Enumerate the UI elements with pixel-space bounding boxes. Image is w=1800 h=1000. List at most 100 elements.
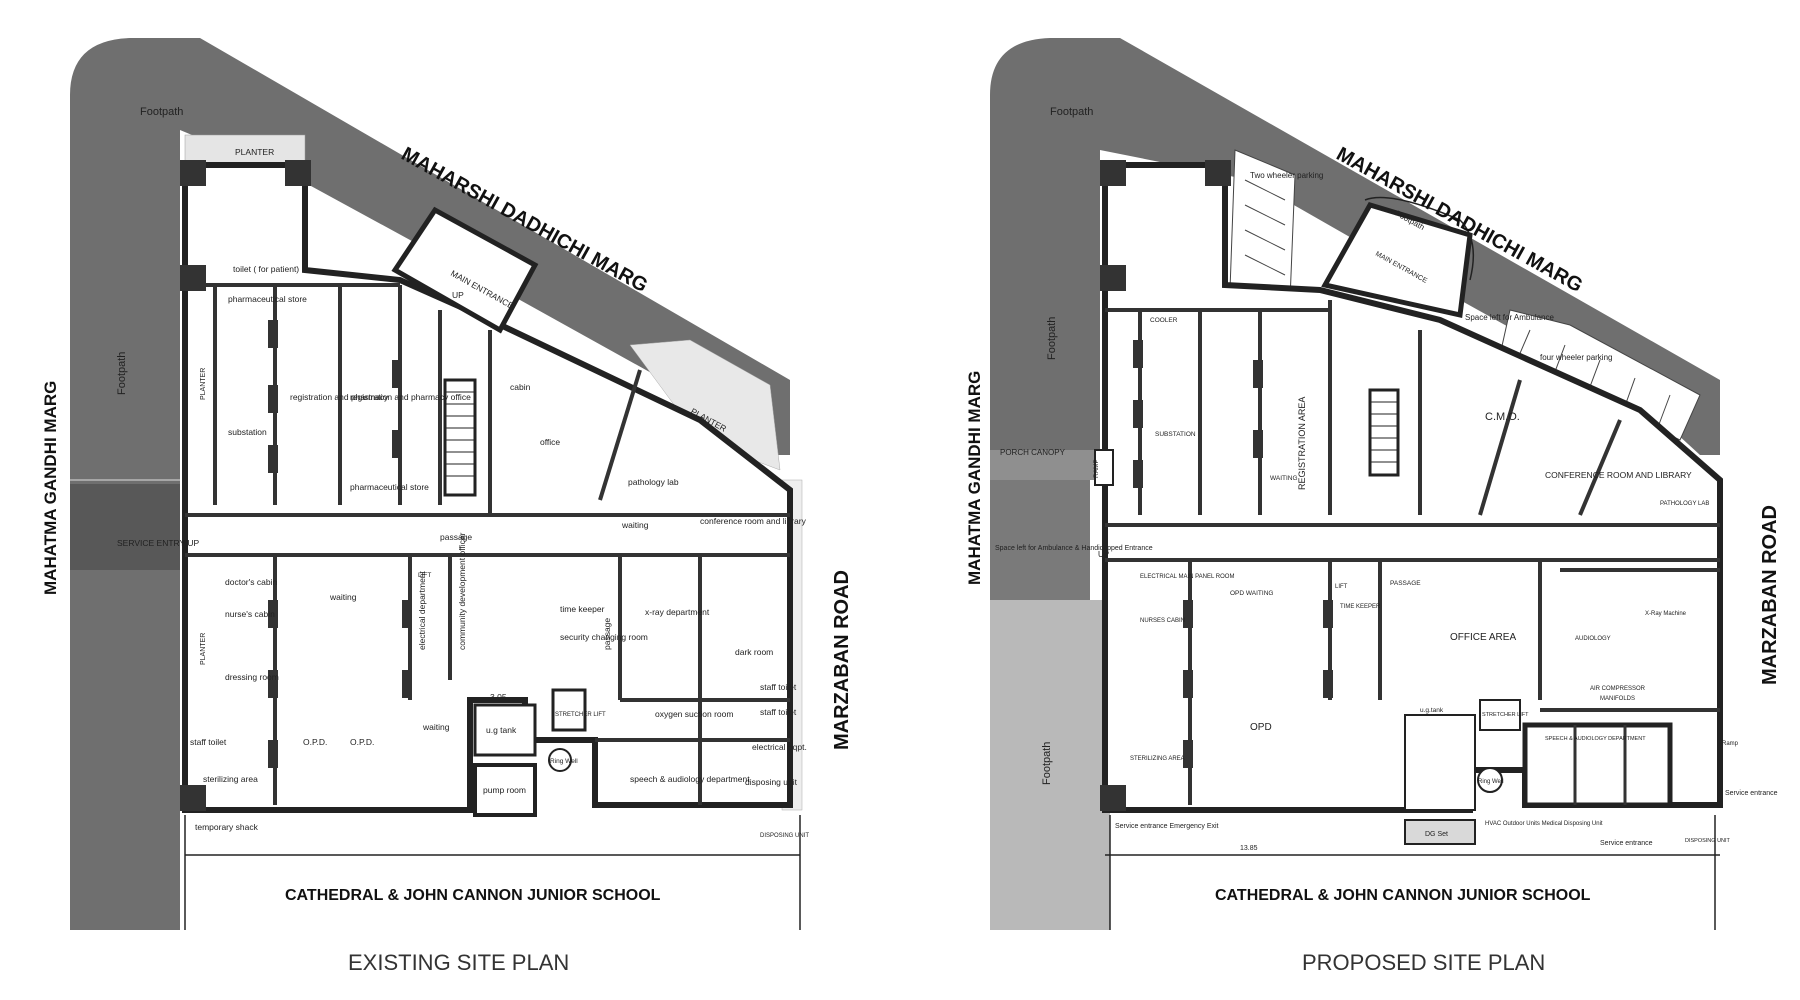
parking-bay-lines [1244,179,1671,436]
footpath-label-north: Footpath [1050,106,1093,118]
room-substation: substation [228,427,267,437]
room-opd2: O.P.D. [350,737,374,747]
room-service-entrance-right: Service entrance [1725,790,1778,797]
room-opd1: O.P.D. [303,737,327,747]
road-band-west-lower [990,600,1110,930]
road-band-west-upper [990,290,1100,480]
room-dg-set: DG Set [1425,831,1448,838]
entrance-canopy [1364,196,1475,281]
room-speech: SPEECH & AUDIOLOGY DEPARTMENT [1545,736,1646,742]
room-planter-left: PLANTER [200,368,207,400]
room-two-wheeler: Two wheeler parking [1250,171,1323,180]
room-ug-tank: u.g tank [486,725,517,735]
existing-plan-caption: EXISTING SITE PLAN [348,950,569,975]
footpath-label-north: Footpath [140,106,183,118]
room-electrical: ELECTRICAL MAIN PANEL ROOM [1140,574,1234,580]
pilasters [1100,160,1333,811]
road-west-label: MAHATMA GANDHI MARG [41,381,60,595]
room-electrical-eqpt: electrical eqpt. [752,742,807,752]
proposed-site-plan: MAHARSHI DADHICHI MARG MAHATMA GANDHI MA… [965,38,1781,975]
room-planter-left2: PLANTER [200,633,207,665]
staircase [443,378,477,497]
room-pharma-store: pharmaceutical store [228,294,307,304]
room-passage: PASSAGE [1390,580,1421,587]
room-air-compressor: AIR COMPRESSOR [1590,686,1646,692]
room-four-wheeler: four wheeler parking [1540,353,1612,362]
room-time-keeper: time keeper [560,604,605,614]
room-opd: OPD [1250,722,1272,733]
room-waiting: WAITING [1270,475,1298,482]
room-hvac: HVAC Outdoor Units Medical Disposing Uni… [1485,821,1603,827]
school-label: CATHEDRAL & JOHN CANNON JUNIOR SCHOOL [1215,887,1591,904]
room-handicapped: Space left for Ambulance & Handicapped E… [995,545,1153,552]
room-pump-room: pump room [483,785,526,795]
room-registration: REGISTRATION AREA [1297,397,1307,490]
proposed-plan-caption: PROPOSED SITE PLAN [1302,950,1545,975]
ug-tank-box [473,703,537,757]
road-west-label: MAHATMA GANDHI MARG [965,371,984,585]
room-lift: LIFT [1335,584,1348,590]
road-band-north-west [990,38,1720,930]
room-security: security changing room [560,632,648,642]
footpath-label-west: Footpath [116,352,128,395]
service-entry-strip [70,484,180,570]
ring-well-circle [548,748,572,772]
room-ug-tank: u.g.tank [1420,707,1444,714]
room-up: UP [452,290,464,300]
room-audiology: AUDIOLOGY [1575,636,1611,642]
room-cabin: cabin [510,382,531,392]
ramp-box [1094,449,1114,486]
room-stretcher: STRETCHER LIFT [1482,712,1529,718]
dimension-label: 13.85 [1240,845,1258,852]
room-disposing: disposing unit [745,777,798,787]
room-temp-shack: temporary shack [195,822,259,832]
room-oxygen: oxygen suction room [655,709,733,719]
room-passage: passage [440,532,472,542]
room-xray: X-Ray Machine [1645,611,1687,617]
room-disposing-unit2: DISPOSING UNIT [760,833,809,839]
room-manifolds: MANIFOLDS [1600,696,1635,702]
room-conference: CONFERENCE ROOM AND LIBRARY [1545,470,1692,480]
room-office: office [540,437,560,447]
room-staff-toilet3: staff toilet [190,737,227,747]
room-ramp2: Ramp [1722,741,1739,747]
room-sterilizing: STERILIZING AREA [1130,756,1185,762]
room-ambulance-space: Space left for Ambulance [1465,313,1554,322]
existing-site-plan: MAHARSHI DADHICHI MARG MAHATMA GANDHI MA… [41,38,853,975]
pilasters [180,160,412,811]
room-staff-toilet2: staff toilet [760,707,797,717]
room-ramp: RAMP [1093,459,1100,478]
room-staff-toilet1: staff toilet [760,682,797,692]
dg-set-box [1404,819,1476,845]
footpath-label-southwest: Footpath [1041,742,1053,785]
room-waiting-small: waiting [422,722,450,732]
stretcher-lift-box [551,688,587,732]
room-waiting-right: waiting [621,520,649,530]
room-office-area: OFFICE AREA [1450,632,1516,643]
room-toilet: toilet ( for patient) [233,264,299,274]
dimension-label: 3.05 [490,692,507,702]
room-service-entrance-left: Service entrance Emergency Exit [1115,823,1219,830]
room-electrical-dept: electrical department [417,570,427,650]
pump-room-box [473,763,537,817]
room-dark-room: dark room [735,647,773,657]
room-substation: SUBSTATION [1155,431,1196,438]
room-reg-pharmacy: registration and pharmacy [290,392,389,402]
room-sterilizing: sterilizing area [203,774,258,784]
room-doctors-cabin: doctor's cabin [225,577,277,587]
main-entrance-pavilion [391,206,539,334]
room-passage-v: passage [602,618,612,650]
room-disposing: DISPOSING UNIT [1685,838,1731,844]
room-time-keeper: TIME KEEPER [1340,604,1381,610]
room-lift: LIFT [418,572,431,579]
room-cooler: COOLER [1150,317,1178,324]
room-nurses: NURSES CABIN [1140,618,1185,624]
room-porch: PORCH CANOPY [1000,448,1066,457]
existing-building-outline [182,162,793,813]
room-ring-well: Ring Well [550,758,578,765]
room-community: community development officer [457,532,467,650]
room-pathology: PATHOLOGY LAB [1660,501,1709,507]
road-east-label: MARZABAN ROAD [1759,505,1781,685]
room-xray: x-ray department [645,607,710,617]
